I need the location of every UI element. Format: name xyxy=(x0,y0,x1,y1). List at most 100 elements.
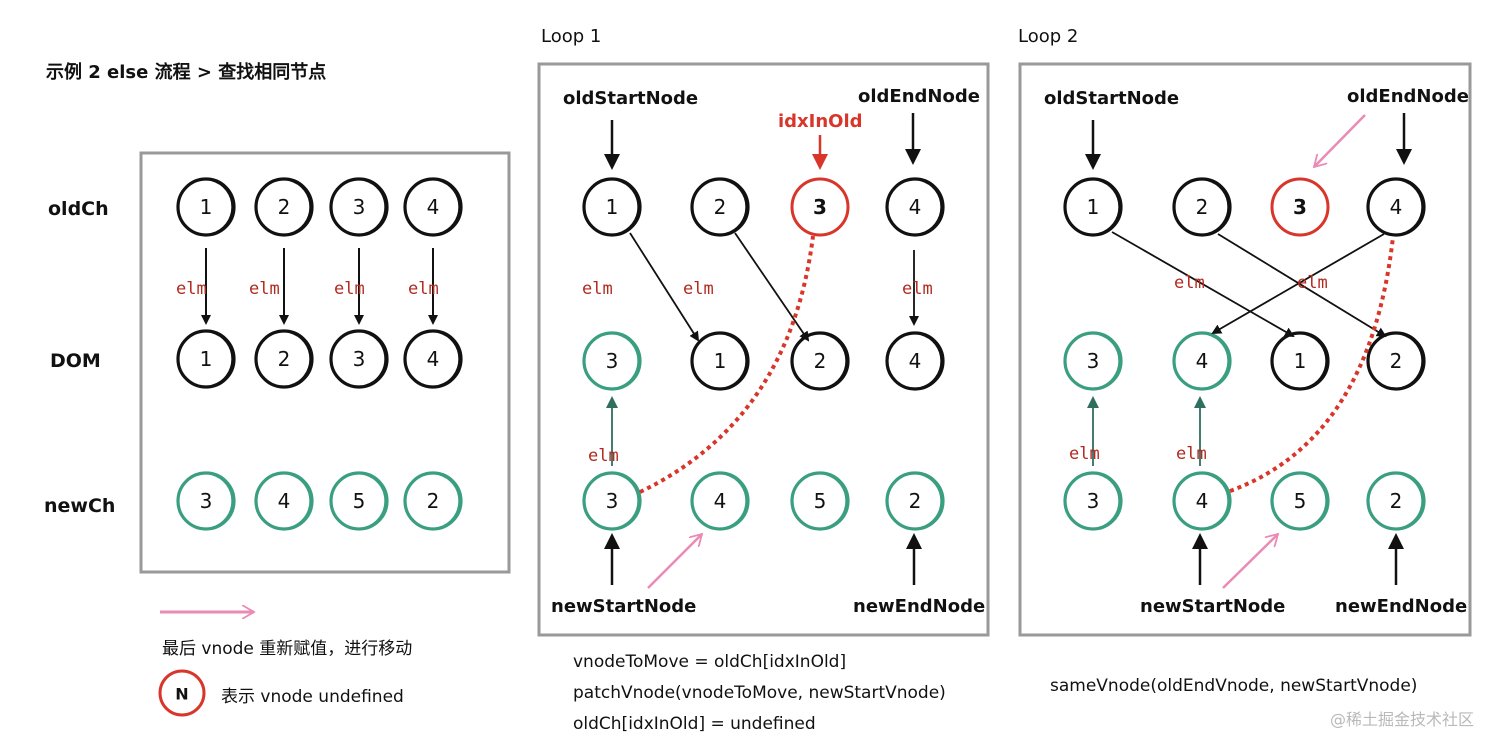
svg-text:3: 3 xyxy=(353,195,366,219)
svg-text:1: 1 xyxy=(714,349,727,373)
svg-text:3: 3 xyxy=(606,349,619,373)
loop2-old-end-label: oldEndNode xyxy=(1347,86,1469,107)
svg-text:5: 5 xyxy=(814,489,827,513)
loop1-elm-arrow-2 xyxy=(734,232,810,342)
loop2-oldch-node: 2 xyxy=(1172,177,1232,237)
loop1-newch-node: 2 xyxy=(885,471,945,531)
loop2-oldch-node: 3 xyxy=(1270,177,1330,237)
legend-undefined-symbol: N xyxy=(175,685,188,704)
svg-text:3: 3 xyxy=(353,347,366,371)
svg-text:3: 3 xyxy=(1087,349,1100,373)
legend-move-text: 最后 vnode 重新赋值，进行移动 xyxy=(162,639,413,659)
loop1-elm-arrow-1 xyxy=(629,232,700,342)
svg-text:4: 4 xyxy=(427,195,440,219)
example-elm-label: elm xyxy=(176,279,207,299)
loop2-newch-node: 5 xyxy=(1270,471,1330,531)
loop2-match-dotted-line xyxy=(1229,236,1395,493)
loop2-pink-move-arrow xyxy=(1222,534,1278,589)
example-dom-node: 2 xyxy=(254,329,314,389)
example-dom-node: 3 xyxy=(329,329,389,389)
loop1-oldch-node: 4 xyxy=(885,177,945,237)
elm-label: elm xyxy=(683,279,714,299)
loop2-dom-node: 1 xyxy=(1270,331,1330,391)
example-elm-label: elm xyxy=(408,279,439,299)
svg-text:2: 2 xyxy=(1196,195,1209,219)
loop2-label: Loop 2 xyxy=(1018,26,1079,47)
loop2-old-start-label: oldStartNode xyxy=(1044,88,1180,109)
loop2-newch-node: 4 xyxy=(1172,471,1232,531)
legend-undefined-text: 表示 vnode undefined xyxy=(221,687,404,707)
elm-label: elm xyxy=(1176,444,1207,464)
example-oldch-node: 3 xyxy=(329,177,389,237)
svg-text:4: 4 xyxy=(909,195,922,219)
svg-text:4: 4 xyxy=(909,349,922,373)
loop2-elm-arrow-2 xyxy=(1217,233,1387,338)
example-newch-node: 4 xyxy=(254,471,314,531)
svg-text:3: 3 xyxy=(1087,489,1100,513)
svg-text:2: 2 xyxy=(1390,349,1403,373)
svg-text:2: 2 xyxy=(909,489,922,513)
svg-text:3: 3 xyxy=(813,195,827,219)
svg-text:1: 1 xyxy=(200,347,213,371)
loop1-code-line-3: oldCh[idxInOld] = undefined xyxy=(573,714,816,734)
svg-text:2: 2 xyxy=(278,347,291,371)
loop1-newch-node: 4 xyxy=(690,471,750,531)
loop2-code-line-1: sameVnode(oldEndVnode, newStartVnode) xyxy=(1050,676,1418,696)
svg-text:2: 2 xyxy=(814,349,827,373)
loop1-pink-move-arrow xyxy=(647,534,702,589)
loop2-new-start-label: newStartNode xyxy=(1140,596,1286,617)
example-elm-label: elm xyxy=(334,279,365,299)
svg-text:4: 4 xyxy=(427,347,440,371)
loop1-new-start-label: newStartNode xyxy=(551,596,697,617)
loop1-frame xyxy=(537,62,990,637)
loop1-old-start-label: oldStartNode xyxy=(563,88,699,109)
svg-text:2: 2 xyxy=(427,489,440,513)
loop1-oldch-node: 2 xyxy=(690,177,750,237)
loop2-new-end-label: newEndNode xyxy=(1335,596,1468,617)
example-oldch-node: 4 xyxy=(403,177,463,237)
svg-text:5: 5 xyxy=(1294,489,1307,513)
svg-text:4: 4 xyxy=(278,489,291,513)
loop2-oldch-node: 1 xyxy=(1063,177,1123,237)
svg-text:4: 4 xyxy=(1196,489,1209,513)
loop1-newch-node: 3 xyxy=(582,471,642,531)
loop1-match-dotted-line xyxy=(639,235,815,494)
loop2-pink-arrow-old xyxy=(1314,114,1366,167)
svg-text:5: 5 xyxy=(353,489,366,513)
loop1-code-line-1: vnodeToMove = oldCh[idxInOld] xyxy=(573,652,847,672)
elm-label: elm xyxy=(902,279,933,299)
loop1-dom-node: 2 xyxy=(790,331,850,391)
loop1-code-line-2: patchVnode(vnodeToMove, newStartVnode) xyxy=(573,683,946,703)
svg-text:3: 3 xyxy=(1293,195,1307,219)
elm-label: elm xyxy=(582,279,613,299)
loop1-dom-node: 1 xyxy=(690,331,750,391)
example-frame xyxy=(139,151,511,574)
example-dom-node: 4 xyxy=(403,329,463,389)
loop1-label: Loop 1 xyxy=(541,26,602,47)
svg-text:3: 3 xyxy=(200,489,213,513)
example-elm-label: elm xyxy=(249,279,280,299)
svg-text:1: 1 xyxy=(1087,195,1100,219)
loop2-frame xyxy=(1018,62,1472,637)
loop2-oldch-node: 4 xyxy=(1366,177,1426,237)
loop2-newch-node: 3 xyxy=(1063,471,1123,531)
svg-text:1: 1 xyxy=(1294,349,1307,373)
svg-text:2: 2 xyxy=(714,195,727,219)
svg-text:1: 1 xyxy=(200,195,213,219)
elm-label: elm xyxy=(1297,273,1328,293)
row-label-newch: newCh xyxy=(44,495,116,517)
watermark: @稀土掘金技术社区 xyxy=(1330,710,1475,729)
svg-text:3: 3 xyxy=(606,489,619,513)
example-newch-node: 2 xyxy=(403,471,463,531)
svg-text:2: 2 xyxy=(1390,489,1403,513)
example-newch-node: 5 xyxy=(329,471,389,531)
loop1-newch-node: 5 xyxy=(790,471,850,531)
diagram-title: 示例 2 else 流程 > 查找相同节点 xyxy=(46,62,327,83)
elm-label: elm xyxy=(1069,444,1100,464)
loop1-new-end-label: newEndNode xyxy=(853,596,986,617)
svg-text:1: 1 xyxy=(606,195,619,219)
example-oldch-node: 2 xyxy=(254,177,314,237)
loop2-elm-arrow-4 xyxy=(1211,233,1385,335)
row-label-dom: DOM xyxy=(50,350,101,372)
